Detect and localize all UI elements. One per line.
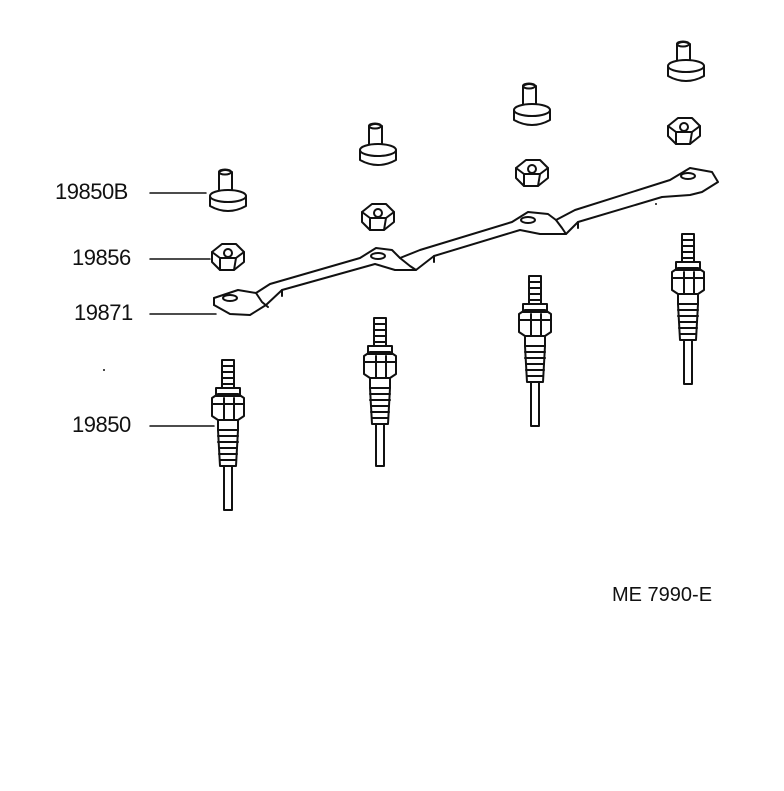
callout-19850: 19850 xyxy=(72,412,131,437)
hex-nut-3 xyxy=(668,118,700,144)
bus-bar xyxy=(214,168,718,315)
glow-plug-3 xyxy=(519,276,551,426)
hex-nut-1 xyxy=(362,204,394,230)
hex-nut-2 xyxy=(516,160,548,186)
glow-plug-2 xyxy=(364,318,396,466)
callout-19856: 19856 xyxy=(72,245,131,270)
glow-plug-1 xyxy=(212,360,244,510)
terminal-cap-callout xyxy=(210,170,246,212)
terminal-cap-1 xyxy=(360,124,396,166)
callout-19850b: 19850B xyxy=(55,179,128,204)
terminal-cap-3 xyxy=(668,42,704,82)
callout-19871: 19871 xyxy=(74,300,133,325)
leader-lines xyxy=(150,193,216,426)
speck xyxy=(103,369,105,371)
glow-plug-4 xyxy=(672,234,704,384)
figure-code: ME 7990-E xyxy=(612,584,713,606)
hex-nut-callout xyxy=(212,244,244,270)
speck xyxy=(655,203,657,205)
terminal-cap-2 xyxy=(514,84,550,126)
